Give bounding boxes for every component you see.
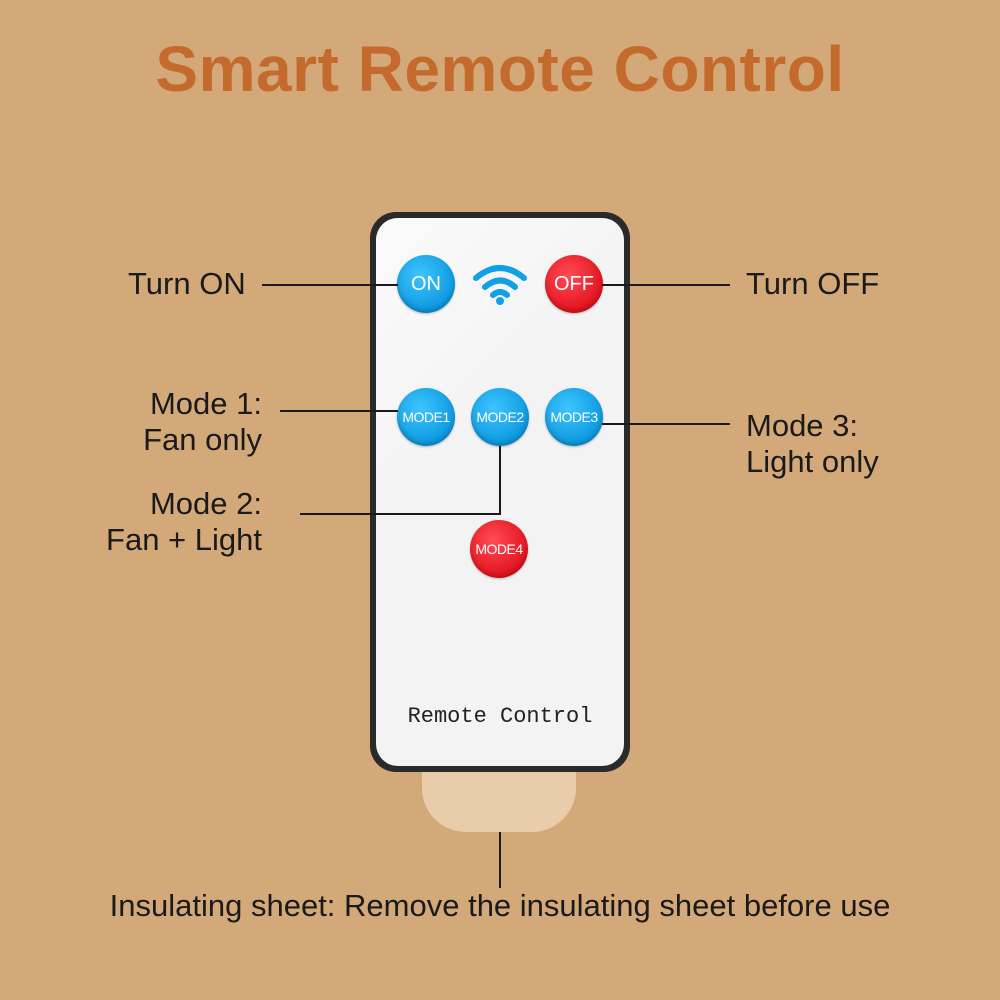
mode1-callout-line <box>280 410 398 412</box>
mode2-label-line2: Fan + Light <box>106 522 262 557</box>
mode3-callout-line <box>602 423 730 425</box>
mode1-label-line1: Mode 1: <box>149 386 262 421</box>
mode1-button-label: MODE1 <box>402 409 450 425</box>
mode3-label-line1: Mode 3: <box>746 408 859 443</box>
insulating-sheet-label: Insulating sheet: Remove the insulating … <box>109 888 891 923</box>
on-button-label: ON <box>411 272 441 295</box>
remote-body-text: Remote Control <box>407 704 593 729</box>
turn-off-label: Turn OFF <box>746 266 880 301</box>
mode4-button[interactable]: MODE4 <box>470 520 528 578</box>
mode3-button[interactable]: MODE3 <box>545 388 603 446</box>
insulating-sheet-callout-line <box>499 832 501 888</box>
turn-on-callout-line <box>262 284 398 286</box>
turn-off-callout-line <box>602 284 730 286</box>
mode2-button-label: MODE2 <box>476 409 524 425</box>
turn-on-label: Turn ON <box>128 266 246 301</box>
page-title: Smart Remote Control <box>155 33 845 105</box>
wifi-icon <box>473 265 527 305</box>
mode4-button-label: MODE4 <box>475 541 523 557</box>
mode3-label-line2: Light only <box>746 444 879 479</box>
mode2-callout-line-horizontal <box>300 513 501 515</box>
on-button[interactable]: ON <box>397 255 455 313</box>
mode2-callout-line-vertical <box>499 446 501 514</box>
off-button[interactable]: OFF <box>545 255 603 313</box>
mode1-button[interactable]: MODE1 <box>397 388 455 446</box>
mode2-label-line1: Mode 2: <box>149 486 262 521</box>
off-button-label: OFF <box>554 272 594 295</box>
mode3-button-label: MODE3 <box>550 409 598 425</box>
mode2-button[interactable]: MODE2 <box>471 388 529 446</box>
mode1-label-line2: Fan only <box>143 422 262 457</box>
